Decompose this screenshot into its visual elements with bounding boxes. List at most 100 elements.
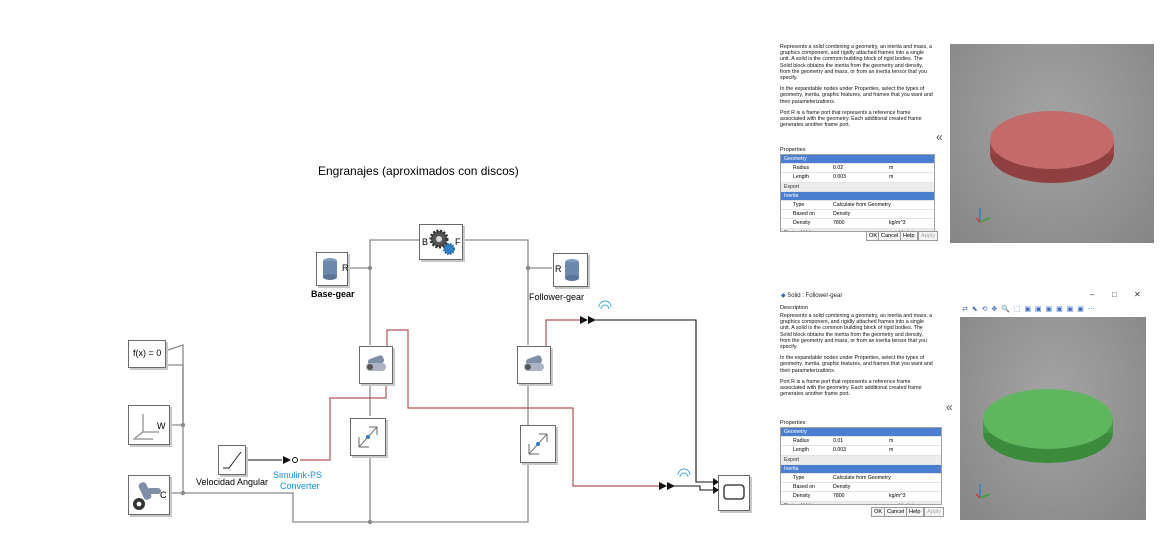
rigid-transform-icon [358, 426, 378, 448]
property-name: Length [793, 447, 809, 454]
base-gear-port-label: R [342, 263, 349, 273]
cancel-button[interactable]: Cancel [884, 507, 908, 517]
apply-button[interactable]: Apply [918, 231, 938, 241]
rigid-transform-base[interactable] [350, 418, 386, 456]
property-value[interactable]: Density [833, 211, 851, 218]
property-unit[interactable]: Update [899, 229, 916, 232]
world-frame-block[interactable]: W [128, 405, 170, 445]
property-row[interactable]: Length 0.003 m [781, 446, 941, 456]
property-name: Density [793, 220, 811, 227]
disk-render [983, 389, 1113, 463]
property-name: Derived Values [784, 502, 819, 505]
cylinder-icon [323, 258, 337, 280]
matlab-icon: ◆ [781, 293, 786, 299]
cylinder-icon [565, 259, 579, 281]
help-button[interactable]: Help [900, 231, 918, 241]
property-row[interactable]: Export [781, 182, 934, 192]
world-frame-icon [133, 414, 159, 440]
property-value[interactable]: Density [833, 484, 851, 491]
property-unit[interactable]: m [889, 165, 894, 172]
property-unit[interactable]: m [889, 438, 894, 445]
property-name: Density [793, 493, 811, 500]
3d-viewer[interactable] [950, 44, 1154, 243]
solid-dialog-base: Represents a solid combining a geometry,… [778, 40, 1156, 243]
viewer-toolbar[interactable]: ⇄ ⬉ ⟲ ✥ 🔍 ⬚ ▣ ▣ ▣ ▣ ▣ ▣ ⋯ [962, 306, 1096, 313]
axes-triad-icon [975, 484, 991, 499]
ramp-block[interactable] [218, 445, 246, 475]
property-value[interactable]: Calculate from Geometry [833, 201, 891, 208]
solid-dialog-follower: ◆ Solid : Follower-gear – □ ✕ Descriptio… [778, 288, 1156, 520]
ok-button[interactable]: OK [871, 507, 886, 517]
property-row[interactable]: Density 7800 kg/m^3 [781, 219, 934, 229]
revolute-joint-icon [524, 355, 544, 371]
ramp-icon [223, 451, 242, 469]
revolute-joint-base[interactable] [359, 346, 393, 384]
scope-icon [723, 484, 745, 500]
property-unit[interactable]: kg/m^3 [889, 220, 906, 227]
base-gear-label: Base-gear [311, 289, 355, 299]
gear-port-f: F [455, 237, 461, 247]
collapse-pane-icon[interactable]: « [946, 400, 953, 414]
description-label: Description [780, 305, 808, 311]
converter-label-line1: Simulink-PS [273, 470, 323, 480]
property-row[interactable]: Derived ValuesUpdate [781, 228, 934, 232]
property-unit[interactable]: kg/m^3 [889, 493, 906, 500]
property-row[interactable]: Derived Values Update [781, 501, 941, 505]
property-value[interactable]: 0.003 [833, 174, 846, 181]
rigid-transform-follower[interactable] [520, 425, 556, 463]
property-name: Inertia [784, 465, 799, 472]
property-value[interactable]: 7800 [833, 493, 845, 500]
dialog-description: Represents a solid combining a geometry,… [780, 44, 934, 133]
common-gear-constraint-block[interactable]: B F [419, 224, 463, 260]
revolute-joint-icon [366, 355, 386, 371]
scope-block[interactable] [718, 475, 750, 511]
config-port-label: C [160, 490, 167, 500]
property-row[interactable]: Based on Density [781, 483, 941, 493]
follower-gear-block[interactable]: R [553, 253, 588, 287]
connection-lines [161, 239, 719, 525]
property-row[interactable]: Export [781, 455, 941, 465]
apply-button[interactable]: Apply [924, 507, 944, 517]
property-unit[interactable]: Update [899, 502, 916, 505]
property-value[interactable]: 0.02 [833, 165, 844, 172]
follower-gear-port-label: R [555, 264, 562, 274]
property-row[interactable]: Inertia [781, 191, 934, 201]
property-row[interactable]: Radius 0.02 m [781, 164, 934, 174]
diagram-title: Engranajes (aproximados con discos) [318, 164, 519, 178]
description-paragraph: Represents a solid combining a geometry,… [780, 313, 933, 351]
maximize-button[interactable]: □ [1112, 290, 1117, 299]
3d-viewer[interactable] [960, 317, 1146, 520]
property-name: Radius [793, 165, 810, 172]
property-name: Based on [793, 484, 815, 491]
revolute-joint-follower[interactable] [517, 346, 551, 384]
property-unit[interactable]: m [889, 174, 894, 181]
mechanism-configuration-block[interactable]: C [128, 475, 170, 515]
property-row[interactable]: Geometry [781, 155, 934, 165]
solver-configuration-block[interactable]: f(x) = 0 [128, 340, 166, 368]
property-value[interactable]: 0.003 [833, 447, 846, 454]
help-button[interactable]: Help [906, 507, 924, 517]
follower-gear-label: Follower-gear [529, 292, 585, 302]
property-row[interactable]: Geometry [781, 428, 941, 438]
collapse-pane-icon[interactable]: « [936, 130, 943, 144]
property-unit[interactable]: m [889, 447, 894, 454]
cancel-button[interactable]: Cancel [878, 231, 902, 241]
property-value[interactable]: Calculate from Geometry [833, 474, 891, 481]
property-value[interactable]: 7800 [833, 220, 845, 227]
close-button[interactable]: ✕ [1134, 290, 1141, 299]
ramp-label: Velocidad Angular [196, 477, 269, 487]
property-row[interactable]: Density 7800 kg/m^3 [781, 492, 941, 502]
minimize-button[interactable]: – [1090, 290, 1095, 299]
property-row[interactable]: Inertia [781, 464, 941, 474]
property-name: Export [784, 183, 799, 190]
base-gear-block[interactable]: R [316, 252, 349, 286]
description-paragraph: In the expandable nodes under Properties… [780, 355, 933, 374]
property-value[interactable]: 0.01 [833, 438, 844, 445]
